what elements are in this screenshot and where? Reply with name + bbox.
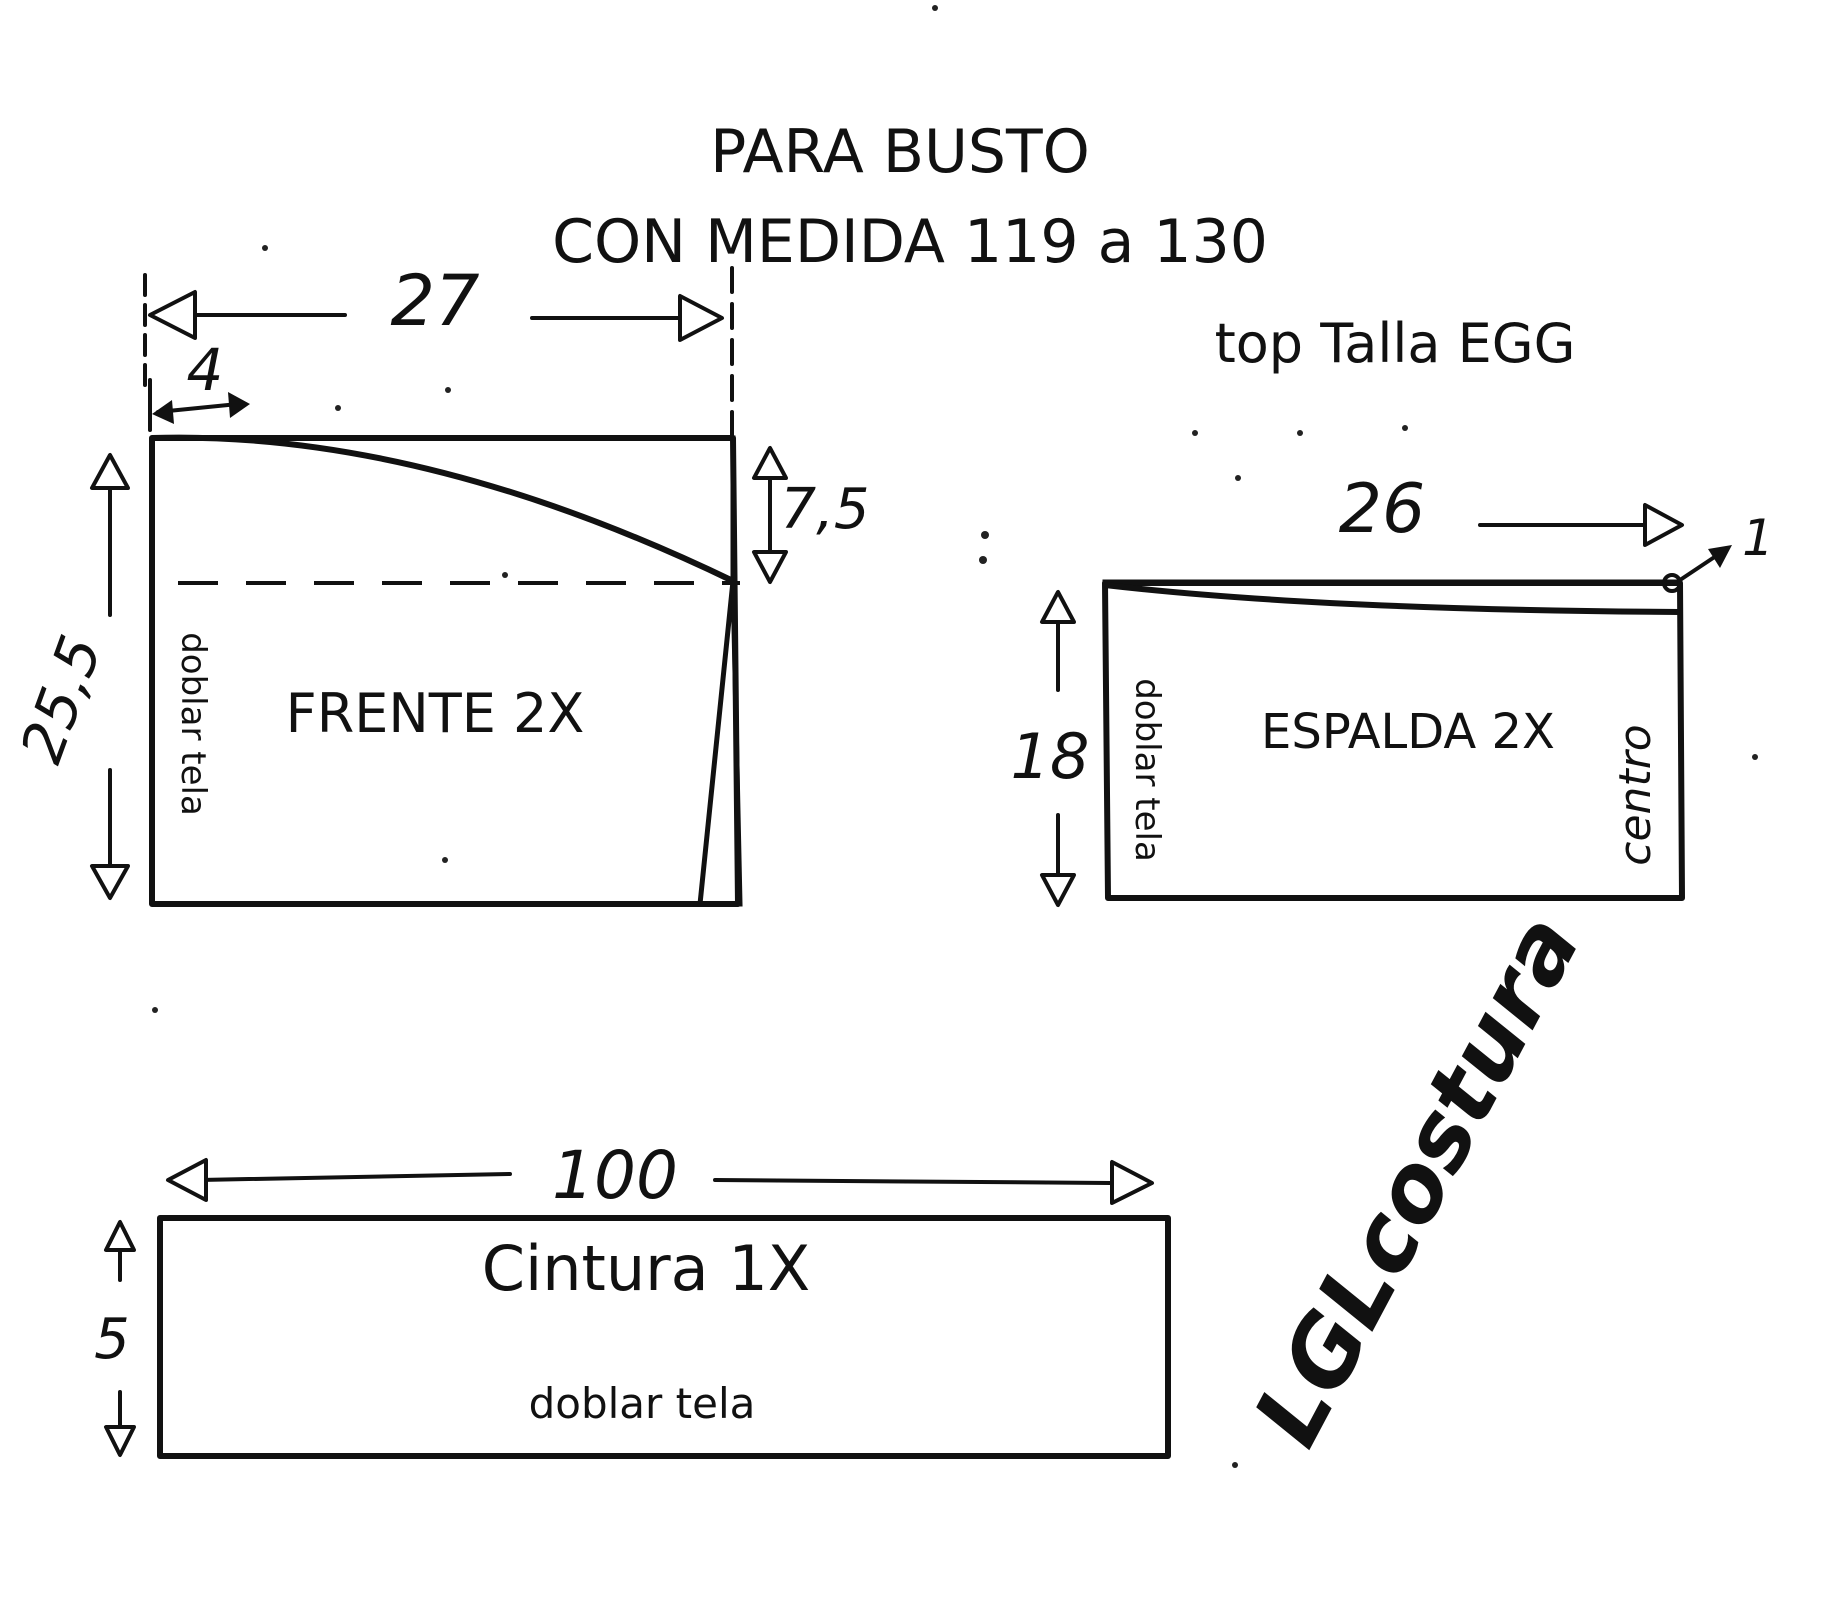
espalda-corner-dimension: 1	[1662, 509, 1774, 593]
frente-height-value: 25,5	[7, 627, 115, 772]
espalda-center-label: centro	[1610, 724, 1661, 865]
frente-width-value: 27	[390, 260, 479, 342]
arrowhead-height-up-icon	[90, 453, 130, 490]
cintura-fold-label: doblar tela	[529, 1379, 756, 1428]
arrowhead-neck-left-icon	[152, 400, 174, 424]
arrowhead-cintura-up-icon	[104, 1220, 136, 1252]
cintura-height-dimension: 5	[94, 1220, 136, 1457]
frente-neck-value: 4	[187, 336, 224, 404]
frente-drop-dimension: 7,5	[752, 446, 870, 584]
arrowhead-drop-up-icon	[752, 446, 788, 480]
espalda-width-dimension: 26	[1339, 470, 1684, 549]
arrowhead-cintura-left-icon	[166, 1158, 208, 1202]
espalda-fold-label: doblar tela	[1127, 678, 1167, 862]
frente-piece: FRENTE 2X doblar tela	[149, 434, 743, 907]
arrowhead-cintura-down-icon	[104, 1425, 136, 1457]
arrowhead-height-down-icon	[90, 864, 130, 900]
frente-neckline-curve	[151, 434, 735, 584]
frente-outline	[149, 435, 741, 907]
title-line-1: PARA BUSTO	[710, 117, 1090, 187]
frente-neck-dimension: 4	[148, 336, 250, 432]
espalda-height-dimension: 18	[1011, 590, 1090, 907]
espalda-piece: ESPALDA 2X doblar tela centro	[1102, 579, 1685, 901]
arrowhead-right-icon	[678, 294, 724, 342]
frente-neckline-hatch	[151, 435, 736, 585]
frente-height-dimension: 25,5	[7, 453, 130, 900]
espalda-label: ESPALDA 2X	[1261, 704, 1555, 760]
espalda-width-value: 26	[1339, 470, 1426, 549]
title-line-2: CON MEDIDA 119 a 130	[552, 207, 1268, 277]
espalda-height-value: 18	[1011, 720, 1090, 793]
arrowhead-corner-icon	[1708, 545, 1732, 568]
cintura-height-value: 5	[94, 1307, 130, 1372]
arrowhead-neck-right-icon	[228, 392, 250, 418]
cintura-piece: Cintura 1X doblar tela	[157, 1215, 1171, 1459]
cintura-width-dimension: 100	[166, 1137, 1154, 1214]
arrowhead-drop-down-icon	[752, 550, 788, 584]
subtitle-size: top Talla EGG	[1215, 312, 1576, 375]
espalda-corner-value: 1	[1742, 509, 1774, 567]
cintura-width-value: 100	[552, 1137, 678, 1214]
espalda-neck-curve	[1104, 582, 1681, 615]
frente-fold-label: doblar tela	[173, 632, 213, 816]
frente-label: FRENTE 2X	[286, 682, 585, 745]
cintura-outline	[157, 1215, 1171, 1459]
arrowhead-left-icon	[148, 290, 197, 340]
arrowhead-espalda-right-icon	[1643, 503, 1684, 547]
espalda-outline	[1102, 580, 1685, 901]
frente-drop-value: 7,5	[780, 477, 869, 542]
signature: LGLcostura	[1233, 898, 1601, 1462]
arrowhead-espalda-down-icon	[1040, 873, 1076, 907]
arrowhead-espalda-up-icon	[1040, 590, 1076, 624]
arrowhead-cintura-right-icon	[1110, 1160, 1154, 1205]
scan-noise	[152, 5, 1758, 1468]
frente-width-dimension: 27	[143, 260, 734, 442]
cintura-label: Cintura 1X	[482, 1232, 811, 1305]
